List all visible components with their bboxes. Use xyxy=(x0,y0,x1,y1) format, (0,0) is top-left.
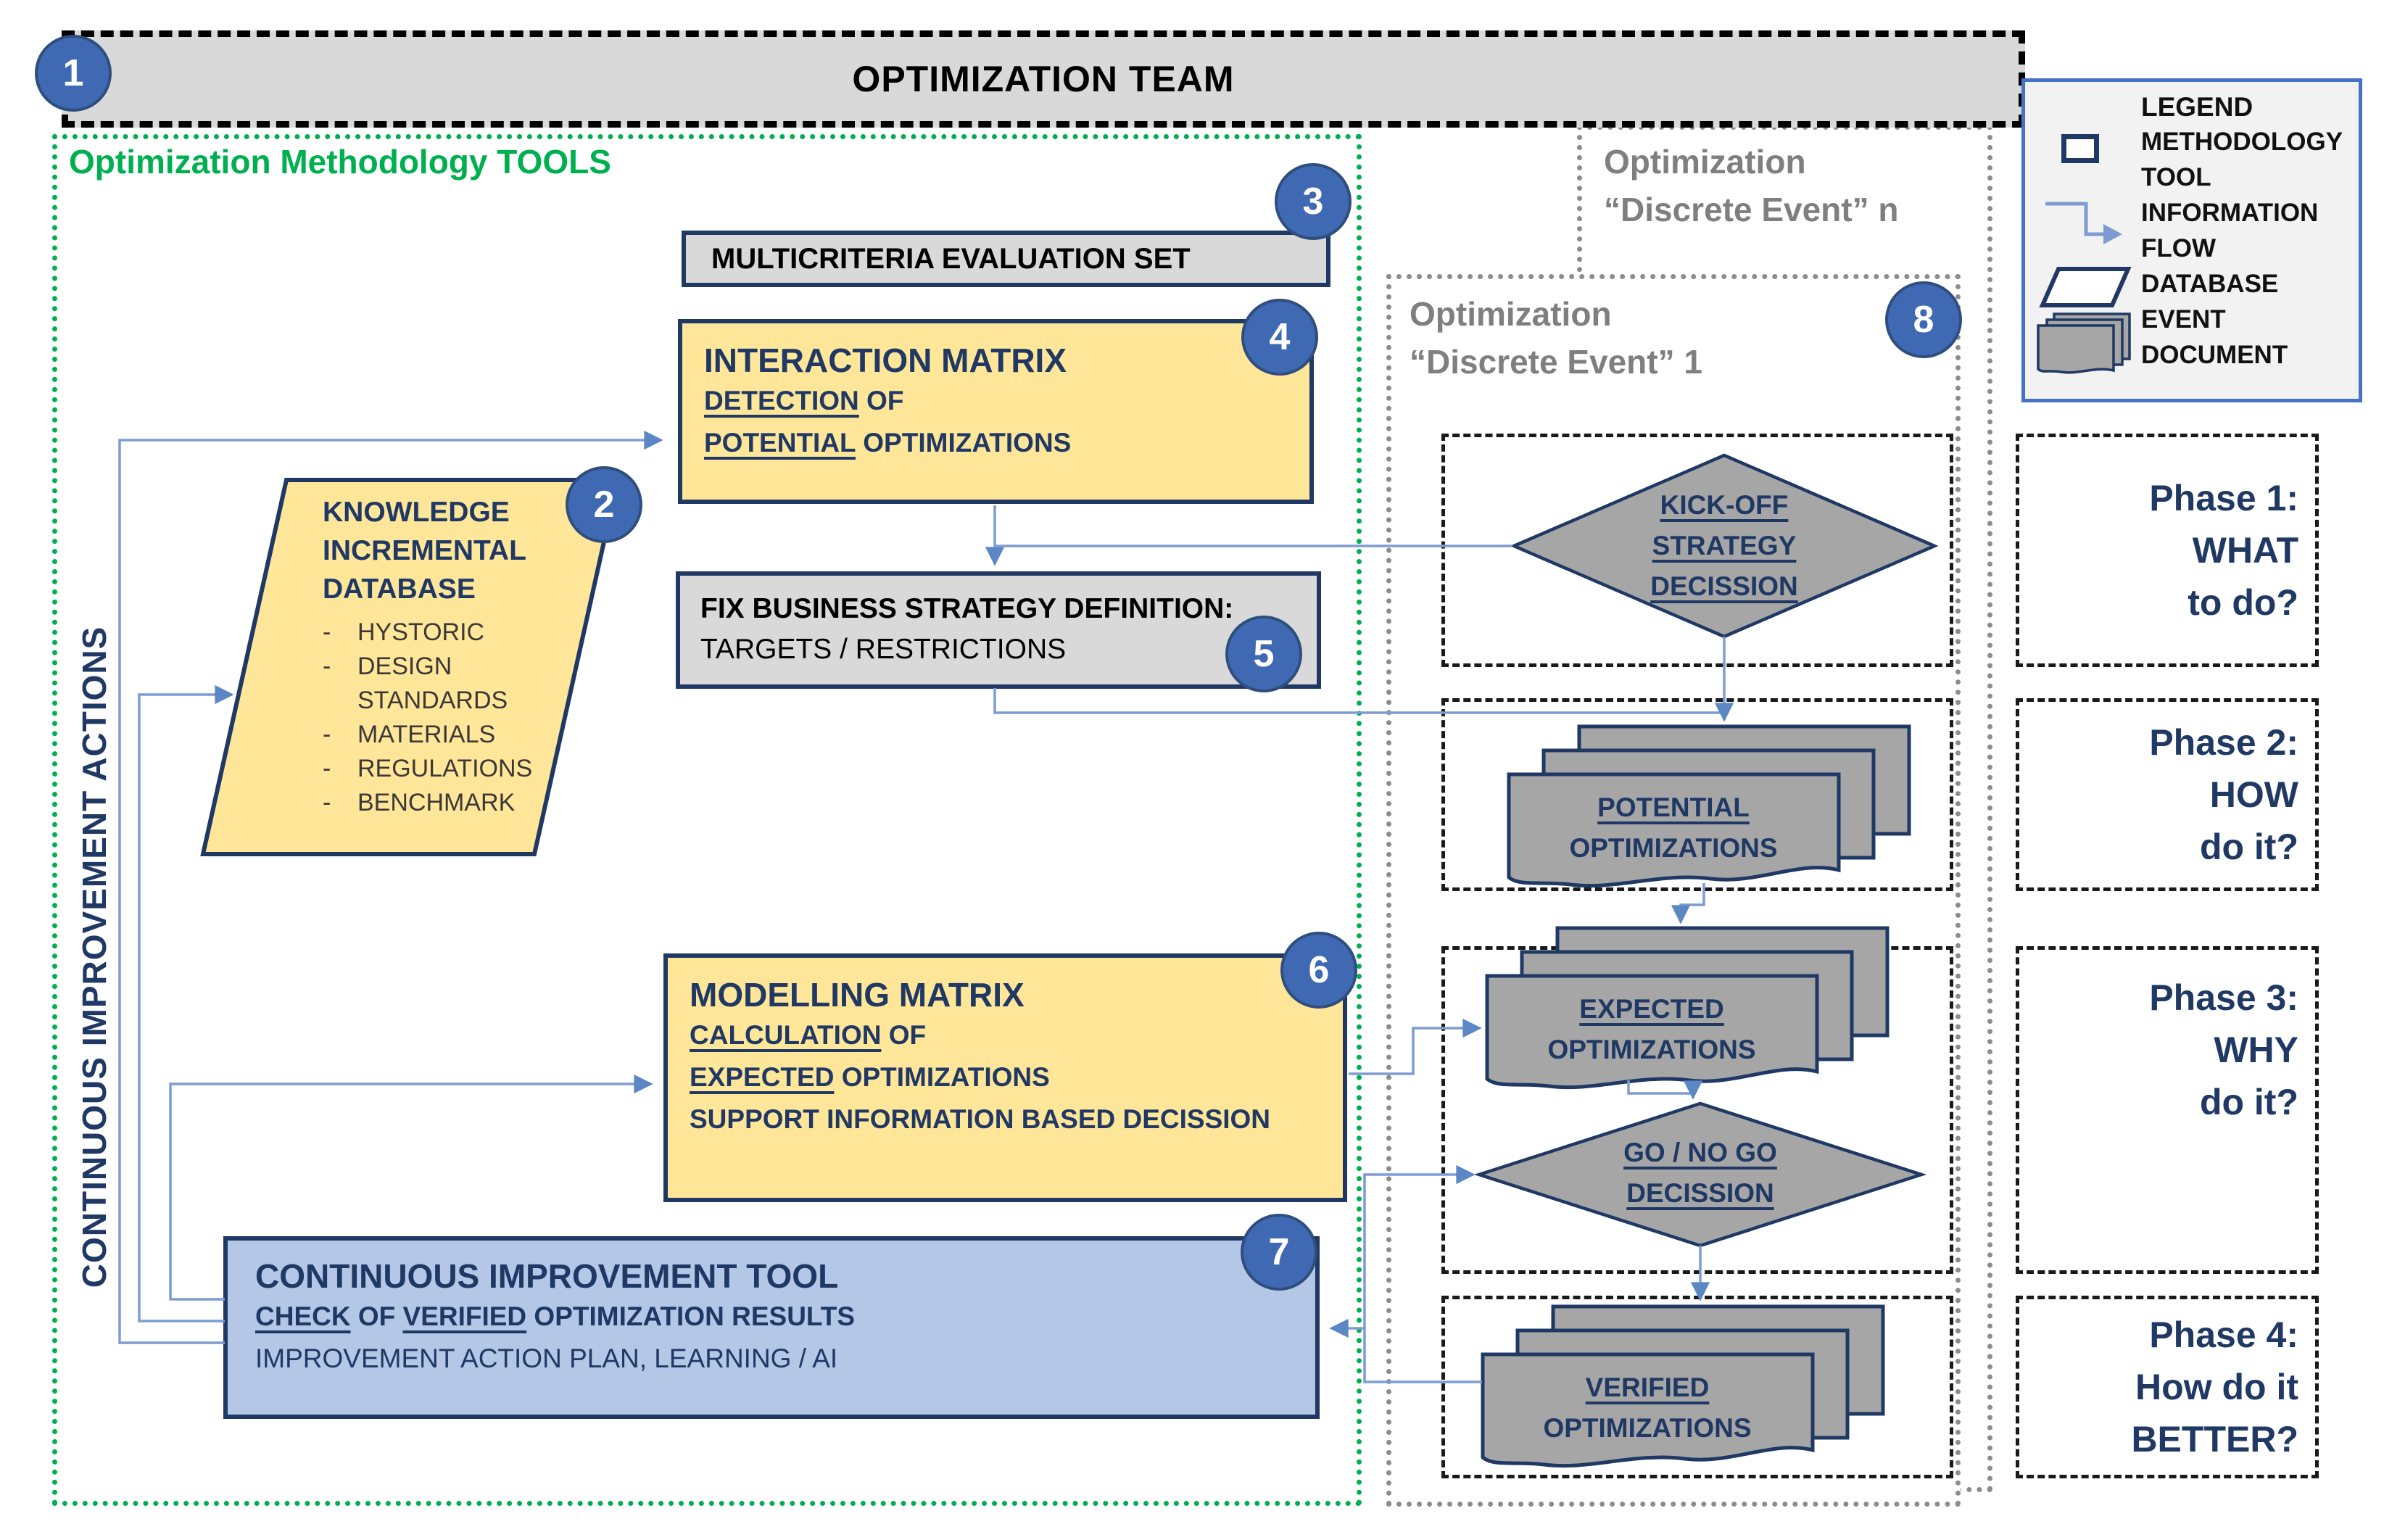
phase3-label: Phase 3: WHY do it? xyxy=(2149,977,2298,1122)
list-item: -BENCHMARK xyxy=(323,789,516,816)
optimization-team-header: OPTIMIZATION TEAM xyxy=(62,30,2025,128)
event-document-icon xyxy=(2037,312,2131,374)
page-title: OPTIMIZATION TEAM xyxy=(852,59,1235,99)
step-badge-1: 1 xyxy=(35,35,112,112)
database-icon xyxy=(2039,267,2132,307)
step-badge-2: 2 xyxy=(566,466,642,543)
information-flow-icon xyxy=(2045,202,2122,244)
list-item: -DESIGN STANDARDS xyxy=(323,653,508,714)
phase3-label-box xyxy=(2016,946,2319,1274)
knowledge-database-text: KNOWLEDGE INCREMENTAL DATABASE -HYSTORIC… xyxy=(323,493,620,820)
step-badge-4: 4 xyxy=(1241,299,1318,376)
potential-optimizations-label: POTENTIAL OPTIMIZATIONS xyxy=(1569,792,1778,863)
potential-optimizations-documents xyxy=(1507,724,1911,888)
methodology-tools-frame xyxy=(52,134,1362,1506)
list-item: -HYSTORIC xyxy=(323,618,485,646)
verified-optimizations-label: VERIFIED OPTIMIZATIONS xyxy=(1543,1373,1752,1443)
step-badge-8: 8 xyxy=(1885,281,1962,358)
go-nogo-decision-label: GO / NO GO DECISSION xyxy=(1623,1138,1777,1208)
phase1-label-box xyxy=(2016,434,2319,667)
phase2-label-box xyxy=(2016,698,2319,891)
step-badge-3: 3 xyxy=(1275,163,1352,240)
phase4-label: Phase 4: How do it BETTER? xyxy=(2131,1315,2298,1460)
expected-optimizations-label: EXPECTED OPTIMIZATIONS xyxy=(1547,994,1756,1064)
methodology-tools-label: Optimization Methodology TOOLS xyxy=(69,143,611,181)
modelling-matrix-box: MODELLING MATRIX CALCULATION OF EXPECTED… xyxy=(663,953,1347,1202)
expected-optimizations-documents xyxy=(1485,926,1890,1090)
phase1-flow-box xyxy=(1441,434,1953,667)
verified-optimizations-documents xyxy=(1481,1304,1885,1468)
kickoff-decision-diamond xyxy=(1510,453,1939,639)
phase4-label-box xyxy=(2016,1296,2319,1478)
step-badge-5: 5 xyxy=(1225,616,1302,692)
list-item: -MATERIALS xyxy=(323,721,496,748)
interaction-matrix-box: INTERACTION MATRIX DETECTION OF POTENTIA… xyxy=(678,319,1314,504)
multicriteria-evaluation-set-box: MULTICRITERIA EVALUATION SET xyxy=(682,231,1330,287)
kickoff-decision-label: KICK-OFF STRATEGY DECISSION xyxy=(1650,490,1798,601)
phase2-label: Phase 2: HOW do it? xyxy=(2149,722,2298,867)
legend-box: LEGEND METHODOLOGY TOOL INFORMATION FLOW… xyxy=(2021,78,2362,402)
discrete-event-1-label: Optimization “Discrete Event” 1 xyxy=(1410,295,1702,381)
discrete-event-n-label: Optimization “Discrete Event” n xyxy=(1604,143,1899,228)
go-nogo-decision-diamond xyxy=(1473,1101,1927,1248)
step-badge-7: 7 xyxy=(1241,1214,1317,1291)
list-item: -REGULATIONS xyxy=(323,755,533,782)
methodology-tool-icon xyxy=(2061,134,2099,163)
legend-title: LEGEND xyxy=(2141,92,2253,122)
step-badge-6: 6 xyxy=(1280,932,1357,1009)
fix-business-strategy-box: FIX BUSINESS STRATEGY DEFINITION: TARGET… xyxy=(676,571,1321,689)
phase1-label: Phase 1: WHAT to do? xyxy=(2149,478,2298,623)
